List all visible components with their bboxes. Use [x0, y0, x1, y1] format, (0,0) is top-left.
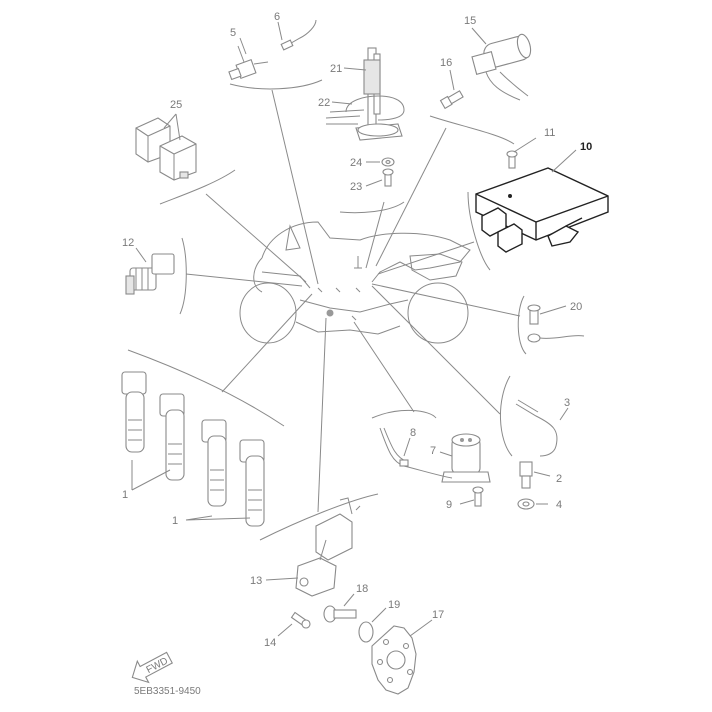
label-part-15: 15 [464, 15, 476, 27]
part-15-solenoid [471, 33, 532, 101]
motorcycle-frame-outline [239, 221, 471, 344]
part-14-screw [290, 611, 311, 629]
part-1-ignition-coils [121, 371, 265, 527]
part-7-pickup-sensor [441, 433, 491, 483]
part-19-washer [358, 621, 374, 643]
part-12-sensor [125, 253, 175, 295]
part-11-screw [506, 150, 518, 169]
label-part-13: 13 [250, 575, 262, 587]
label-part-6: 6 [274, 11, 280, 23]
forward-arrow-label: FWD [145, 656, 170, 676]
frame-mount-point [326, 309, 334, 317]
part-16-bolt [439, 90, 464, 110]
diagram-code: 5EB3351-9450 [134, 686, 201, 697]
part-24-washer [381, 157, 395, 167]
forward-arrow-icon: FWD [131, 651, 173, 684]
part-20-ground-lead [527, 304, 585, 343]
label-part-14: 14 [264, 637, 276, 649]
part-4-gasket [517, 498, 535, 510]
label-part-20: 20 [570, 301, 582, 313]
label-part-21: 21 [330, 63, 342, 75]
label-part-1b: 1 [172, 515, 178, 527]
label-part-3: 3 [564, 397, 570, 409]
label-part-7: 7 [430, 445, 436, 457]
part-21-fuel-sender [325, 47, 405, 141]
label-part-12: 12 [122, 237, 134, 249]
label-part-10: 10 [580, 141, 592, 153]
label-part-24: 24 [350, 157, 362, 169]
part-23-screw [382, 168, 394, 187]
part-10-ignitor-unit [475, 167, 609, 253]
label-part-2: 2 [556, 473, 562, 485]
part-9-bolt [472, 486, 484, 507]
label-part-9: 9 [446, 499, 452, 511]
part-5-temp-sender [228, 45, 269, 81]
label-part-17: 17 [432, 609, 444, 621]
label-part-1a: 1 [122, 489, 128, 501]
part-17-rotor [371, 625, 417, 695]
part-2-switch [519, 461, 533, 489]
part-6-sensor-lead [280, 19, 317, 51]
label-part-18: 18 [356, 583, 368, 595]
label-leaders [135, 21, 577, 637]
part-8-wire-lead [379, 427, 453, 479]
label-part-25: 25 [170, 99, 182, 111]
label-part-22: 22 [318, 97, 330, 109]
label-part-23: 23 [350, 181, 362, 193]
label-part-4: 4 [556, 499, 562, 511]
label-part-16: 16 [440, 57, 452, 69]
part-13-pickup-coil [295, 497, 361, 597]
part-3-lead-wire [515, 399, 558, 457]
leader-lines [127, 79, 527, 541]
part-labels: 5 6 21 22 24 23 15 16 25 11 10 12 20 3 8… [122, 11, 592, 649]
label-part-19: 19 [388, 599, 400, 611]
label-part-5: 5 [230, 27, 236, 39]
label-part-8: 8 [410, 427, 416, 439]
part-25-relay [135, 117, 197, 181]
label-part-11: 11 [544, 127, 555, 139]
part-18-bolt [323, 605, 357, 623]
